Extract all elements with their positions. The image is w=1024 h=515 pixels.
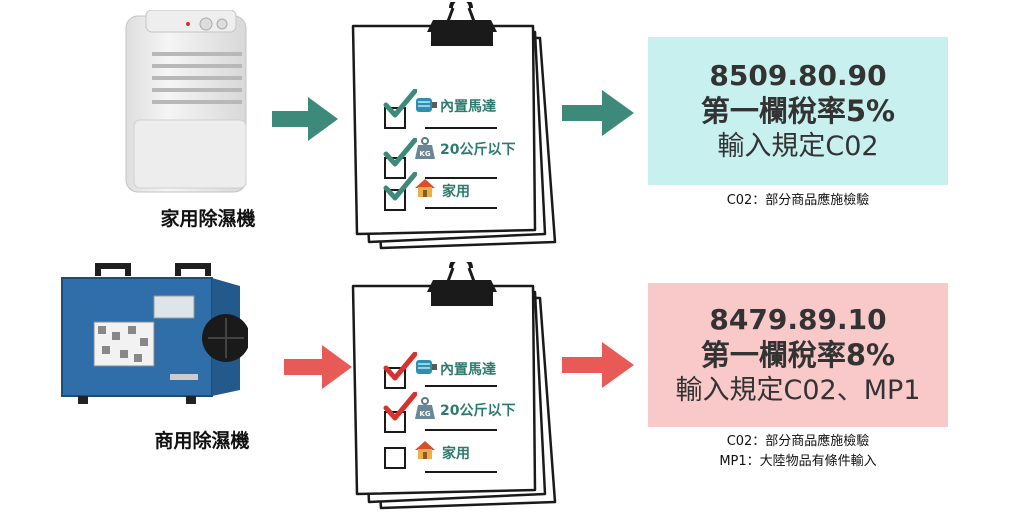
checklist-item-label: 20公斤以下 [440,403,516,419]
import-regulation: 輸入規定C02、MP1 [675,375,921,407]
commercial-dehumidifier-image [58,262,248,412]
checklist-item-label: 家用 [442,446,470,462]
import-regulation: 輸入規定C02 [717,131,879,163]
regulation-note: MP1：大陸物品有條件輸入 [719,454,877,470]
tariff-code: 8479.89.10 [709,302,887,336]
tariff-result-box: 8509.80.90 第一欄稅率5% 輸入規定C02 [648,37,948,185]
arrow-right-icon [562,90,634,136]
checklist-item-label: 20公斤以下 [440,142,516,158]
motor-icon [414,356,438,378]
checklist-item-label: 家用 [442,184,470,200]
house-icon [414,440,436,460]
kg-weight-icon: KG [414,136,436,160]
tariff-code: 8509.80.90 [709,58,887,92]
check-mark-icon [383,172,417,202]
checklist-item-label: 內置馬達 [440,362,496,378]
regulation-notes: C02：部分商品應施檢驗 [648,191,948,211]
product-label: 商用除濕機 [154,430,250,452]
regulation-notes: C02：部分商品應施檢驗 MP1：大陸物品有條件輸入 [648,432,948,472]
checklist-clipboard [345,262,570,512]
regulation-note: C02：部分商品應施檢驗 [726,434,870,449]
checklist-clipboard [345,2,570,252]
arrow-right-icon [284,345,352,389]
arrow-right-icon [562,342,634,388]
kg-weight-icon: KG [414,396,436,420]
arrow-right-icon [272,97,338,141]
check-mark-icon [383,138,417,168]
check-mark-icon [383,352,417,382]
tariff-rate: 第一欄稅率8% [700,337,896,372]
tariff-rate: 第一欄稅率5% [700,93,896,128]
regulation-note: C02：部分商品應施檢驗 [726,193,870,208]
home-dehumidifier-image [118,10,258,195]
motor-icon [414,94,438,116]
svg-text:KG: KG [419,410,430,418]
product-label: 家用除濕機 [160,208,256,230]
house-icon [414,178,436,198]
check-mark-icon [383,392,417,422]
svg-text:KG: KG [419,150,430,158]
tariff-result-box: 8479.89.10 第一欄稅率8% 輸入規定C02、MP1 [648,283,948,427]
check-mark-icon [383,89,417,119]
checklist-item-label: 內置馬達 [440,99,496,115]
